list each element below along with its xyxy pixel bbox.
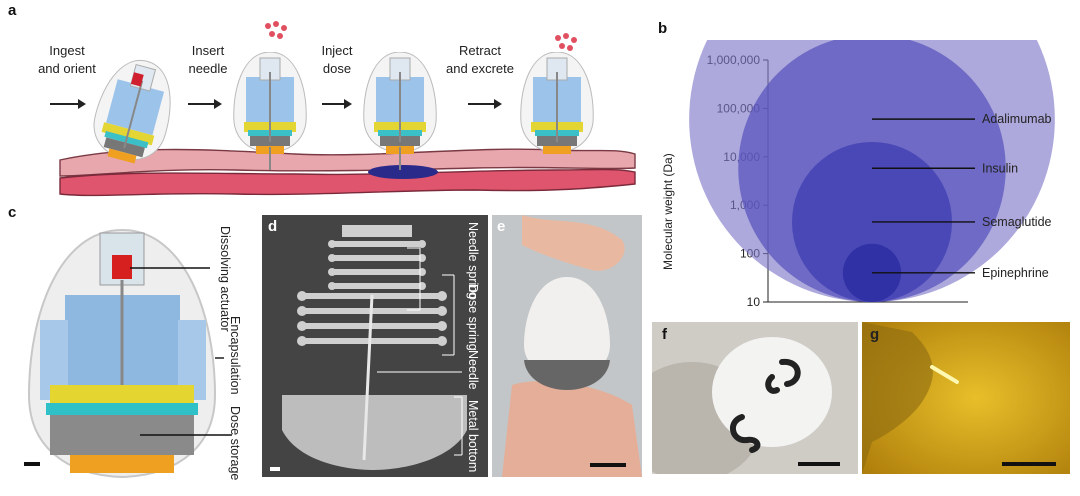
panel-f-label: f — [662, 326, 667, 343]
step-inject: Inject dose — [321, 43, 353, 76]
panel-d-xray — [262, 215, 488, 477]
step-ingest: Ingest and orient — [38, 43, 96, 76]
panel-c-cross-section — [24, 228, 232, 479]
arrow-4 — [468, 99, 502, 109]
label-dose-storage: Dose storage — [228, 406, 242, 481]
bubble-label-epinephrine: Epinephrine — [982, 266, 1049, 280]
panel-d-label: d — [268, 218, 278, 235]
drug-particles-2 — [555, 33, 577, 51]
y-axis-label: Molecular weight (Da) — [661, 153, 675, 270]
bubble-label-adalimumab: Adalimumab — [982, 112, 1052, 126]
panel-a-label: a — [8, 2, 17, 19]
arrow-1 — [50, 99, 86, 109]
step-insert: Insert needle — [188, 43, 228, 76]
bubble-label-insulin: Insulin — [982, 161, 1018, 175]
panel-g-label: g — [870, 326, 880, 343]
label-encapsulation: Encapsulation — [228, 316, 242, 395]
arrow-2 — [188, 99, 222, 109]
label-metal-bottom: Metal bottom — [466, 400, 480, 473]
panel-a-illustration — [59, 52, 636, 197]
molecular-weight-chart: Molecular weight (Da) 101001,00010,00010… — [661, 40, 1055, 309]
arrow-3 — [322, 99, 352, 109]
panel-g-photo — [862, 322, 1070, 474]
label-needle: Needle — [466, 350, 480, 390]
label-dose-spring: Dose spring — [466, 284, 480, 351]
panel-c-label: c — [8, 204, 17, 221]
panel-e-photo — [492, 215, 642, 477]
drug-particles-1 — [265, 21, 287, 39]
panel-e-label: e — [497, 218, 506, 235]
y-tick-label: 10 — [747, 295, 761, 309]
step-retract: Retract and excrete — [446, 43, 514, 76]
panel-f-photo — [652, 322, 858, 474]
bubble-label-semaglutide: Semaglutide — [982, 215, 1052, 229]
panel-b-label: b — [658, 20, 668, 37]
